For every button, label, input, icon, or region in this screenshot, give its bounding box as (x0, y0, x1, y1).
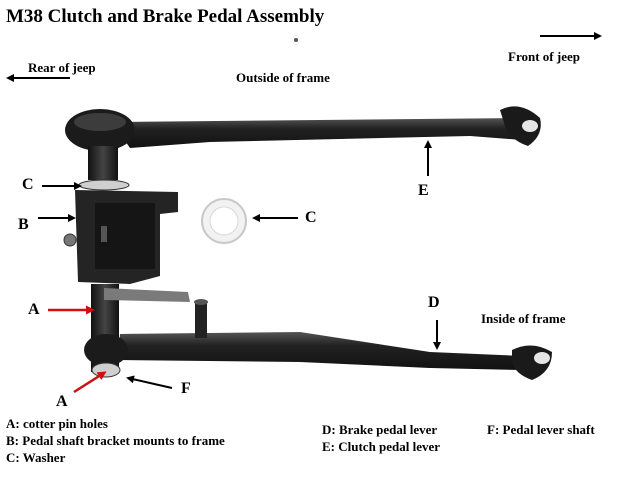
legend-middle: D: Brake pedal lever E: Clutch pedal lev… (322, 421, 440, 455)
callout-c-washer: C (305, 209, 317, 226)
legend-item-c: C: Washer (6, 450, 66, 465)
inside-of-frame-label: Inside of frame (481, 311, 566, 326)
pedal-shaft-bracket (63, 190, 178, 284)
callout-f: F (181, 380, 191, 397)
legend-item-d: D: Brake pedal lever (322, 422, 438, 437)
loose-washer (201, 198, 247, 244)
callout-e: E (418, 182, 429, 199)
legend-item-f: F: Pedal lever shaft (487, 422, 595, 437)
legend-item-e: E: Clutch pedal lever (322, 439, 441, 454)
callout-arrow-f (126, 375, 173, 389)
callout-arrow-a-lower (73, 371, 107, 394)
callout-d: D (428, 294, 440, 311)
front-of-jeep-label: Front of jeep (508, 49, 580, 64)
upper-washer (78, 179, 130, 191)
clutch-pedal-lever (65, 106, 541, 151)
callout-c-upper: C (22, 176, 34, 193)
pedal-shaft-upper (88, 146, 118, 180)
legend-item-b: B: Pedal shaft bracket mounts to frame (6, 433, 225, 448)
legend-right: F: Pedal lever shaft (487, 421, 595, 438)
callout-a-lower: A (56, 393, 68, 410)
bracket-plate (104, 288, 190, 302)
page-title: M38 Clutch and Brake Pedal Assembly (6, 6, 325, 27)
callout-b: B (18, 216, 29, 233)
outside-of-frame-label: Outside of frame (236, 70, 330, 85)
rear-of-jeep-label: Rear of jeep (28, 60, 96, 75)
callout-a-upper: A (28, 301, 40, 318)
legend-left: A: cotter pin holes B: Pedal shaft brack… (6, 415, 225, 466)
legend-item-a: A: cotter pin holes (6, 416, 108, 431)
